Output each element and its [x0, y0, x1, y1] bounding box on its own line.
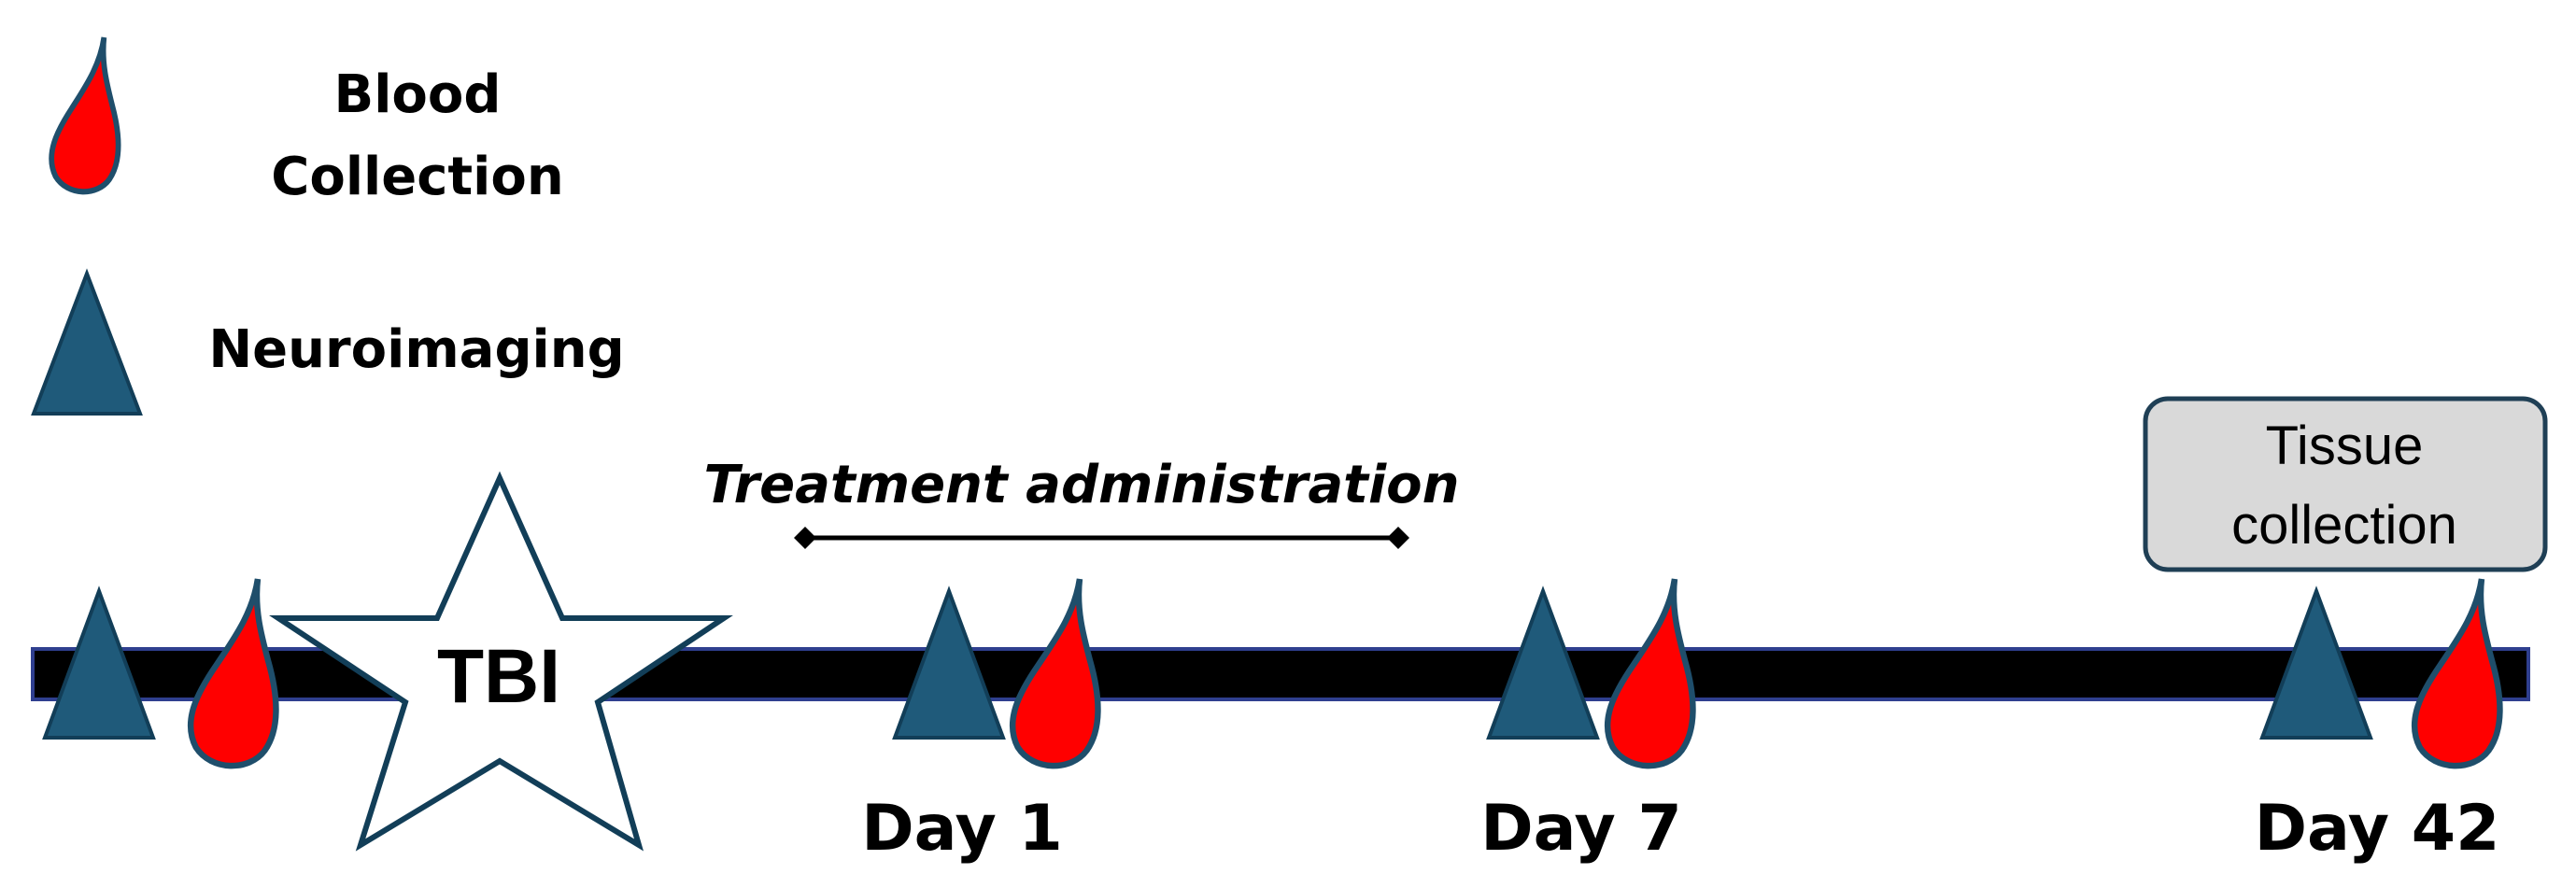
baseline-triangle-icon — [42, 585, 156, 740]
day1-label: Day 1 — [861, 792, 1063, 866]
legend-neuroimaging-label: Neuroimaging — [208, 319, 624, 380]
tissue-label-2: collection — [2231, 495, 2457, 556]
tbi-label: TBI — [437, 634, 560, 719]
day42-triangle-icon — [2259, 585, 2373, 740]
day42-label: Day 42 — [2255, 792, 2500, 866]
treatment-label: Treatment administration — [704, 455, 1460, 515]
day7-label: Day 7 — [1480, 792, 1682, 866]
legend-blood-drop-icon — [51, 37, 119, 191]
treatment-start-marker — [794, 527, 816, 549]
legend-blood-label-2: Collection — [271, 147, 563, 207]
day1-triangle-icon — [892, 585, 1006, 740]
day7-triangle-icon — [1486, 585, 1600, 740]
treatment-end-marker — [1387, 527, 1409, 549]
tbi-star-icon — [269, 471, 733, 852]
legend-blood-label-1: Blood — [334, 64, 502, 125]
legend-triangle-icon — [31, 268, 143, 416]
tissue-collection-box — [2143, 396, 2548, 572]
tissue-label-1: Tissue — [2266, 416, 2424, 476]
